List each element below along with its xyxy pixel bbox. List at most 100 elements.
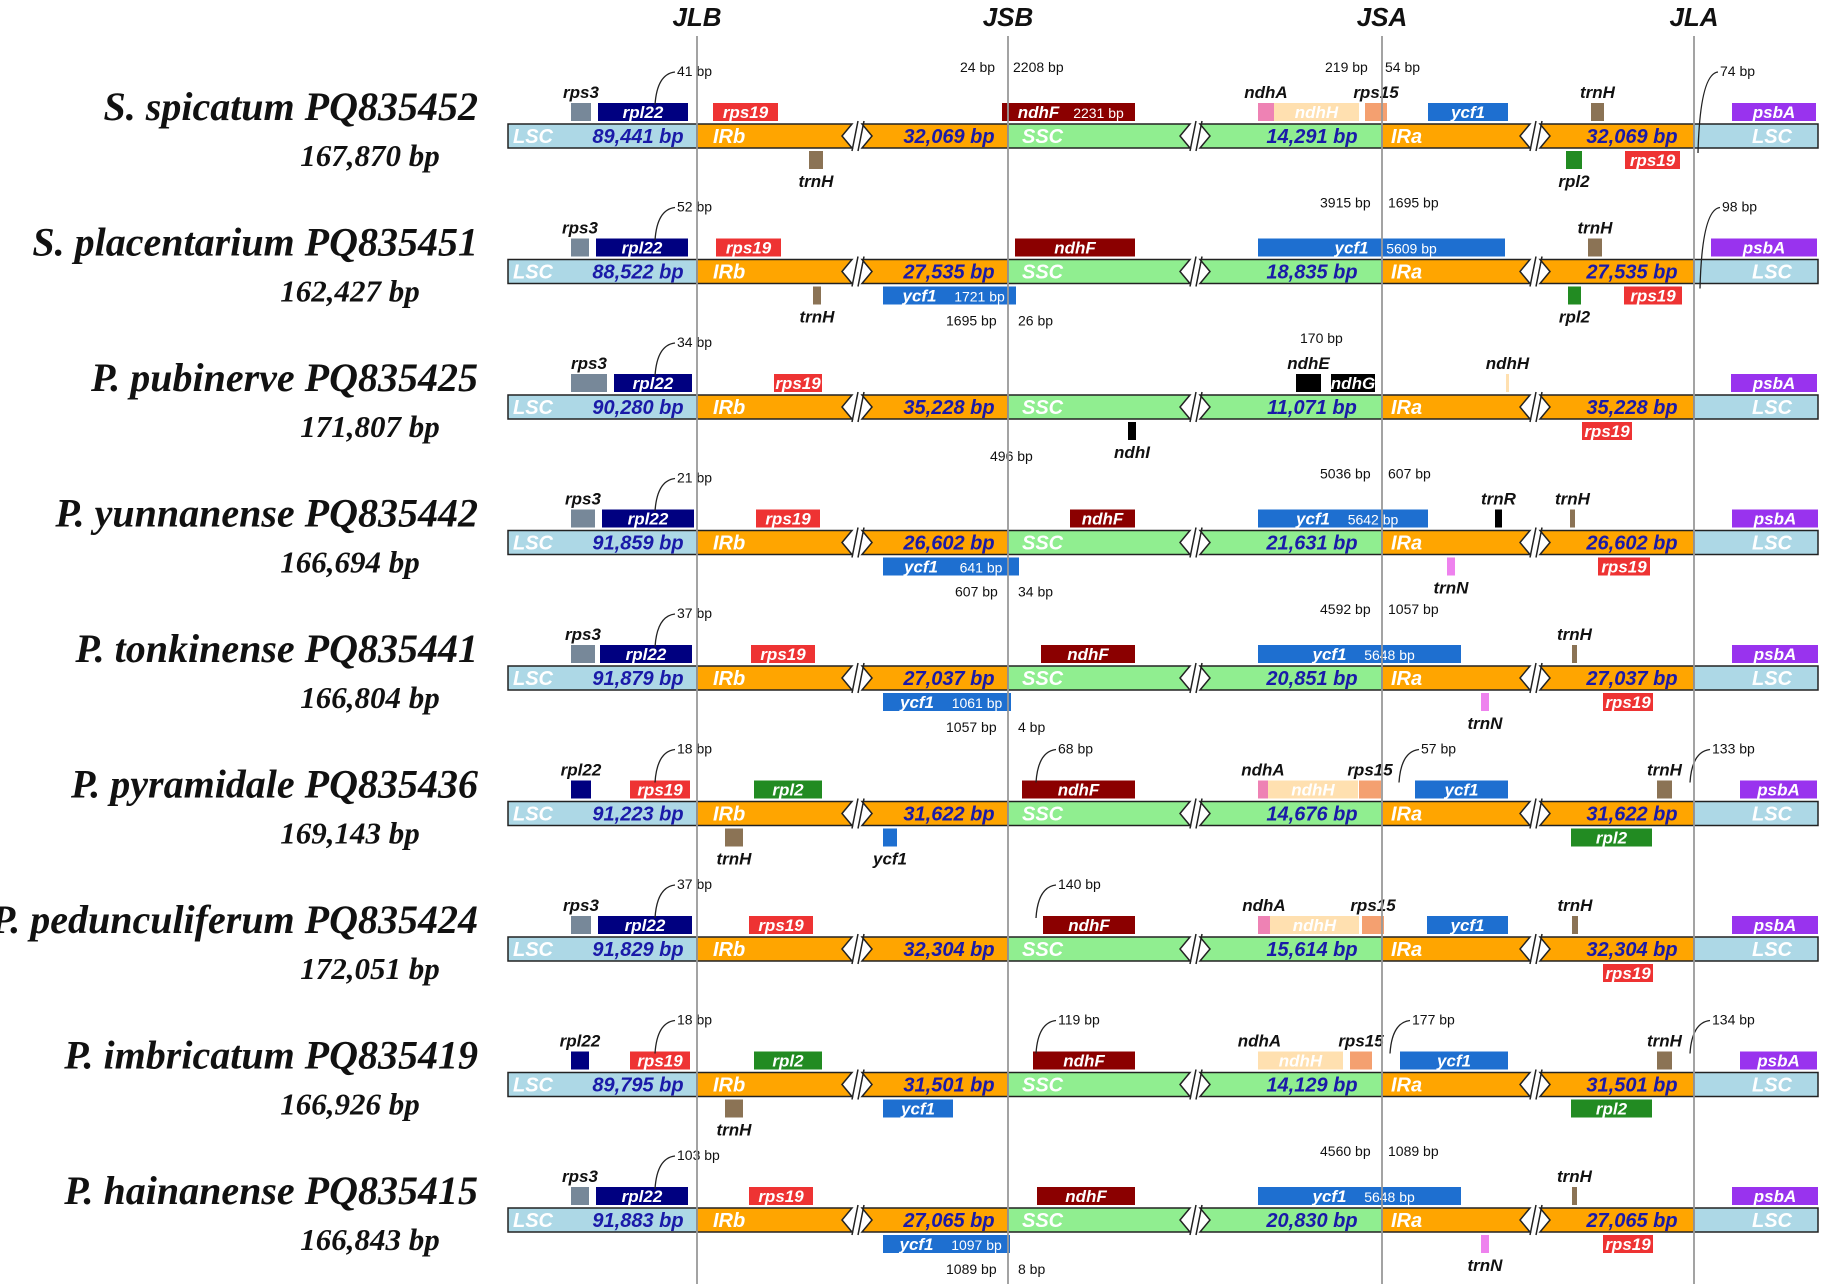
gene-label: ndhF — [1068, 916, 1110, 935]
region-label-lsc: LSC — [513, 1075, 554, 1097]
ssc-length: 21,631 bp — [1265, 533, 1357, 555]
gene-trnn — [1481, 693, 1489, 711]
break-mark — [1535, 1069, 1543, 1100]
gene-label: rpl2 — [1558, 172, 1590, 191]
gene-label: trnH — [717, 850, 753, 869]
break-mark — [1195, 527, 1203, 558]
ssc-length: 15,614 bp — [1266, 939, 1357, 961]
gene-ndhh — [1268, 780, 1358, 799]
gene-label: rps19 — [726, 239, 772, 258]
ira-length: 32,304 bp — [1586, 939, 1677, 961]
region-irb-tail — [860, 1207, 1009, 1233]
gene-rps19 — [1625, 151, 1680, 169]
region-label-ira: IRa — [1391, 668, 1422, 690]
gene-ycf1 — [1427, 916, 1508, 934]
gene-label: rpl2 — [772, 781, 804, 800]
gene-rpl22 — [600, 645, 692, 663]
length-note: 496 bp — [990, 448, 1033, 464]
region-ssc-tail — [1198, 1207, 1383, 1233]
lsc-length: 91,879 bp — [592, 668, 683, 690]
region-lsc-right — [1693, 936, 1819, 962]
species-name: P. imbricatum PQ835419 — [63, 1033, 478, 1078]
region-lsc — [507, 123, 698, 149]
lsc-length: 88,522 bp — [592, 262, 683, 284]
region-ira-tail — [1538, 394, 1695, 420]
gene-label: rpl2 — [1596, 829, 1628, 848]
gene-label: rps3 — [571, 354, 607, 373]
annotation-arrow — [1035, 1019, 1057, 1054]
length-note: 4560 bp — [1320, 1143, 1371, 1159]
species-name: S. placentarium PQ835451 — [32, 220, 478, 265]
gene-label: rps19 — [760, 645, 806, 664]
break-mark — [851, 798, 859, 829]
gene-label: rps19 — [637, 1052, 683, 1071]
lsc-length: 91,829 bp — [592, 939, 683, 961]
break-mark — [1535, 1204, 1543, 1236]
length-note: 3915 bp — [1320, 195, 1371, 211]
gene-label: rps19 — [1605, 964, 1651, 983]
break-mark — [1195, 256, 1203, 287]
gene-label: rpl22 — [560, 1032, 601, 1051]
region-label-lsc: LSC — [513, 397, 554, 419]
gene-rps19 — [749, 1187, 813, 1205]
region-lsc-right — [1693, 529, 1819, 556]
gene-rpl22 — [602, 509, 694, 528]
gene-label: ycf1 — [898, 1235, 933, 1254]
annotation-arrow — [1035, 748, 1057, 783]
gene-psba — [1732, 916, 1818, 934]
gene-rpl2 — [1566, 151, 1582, 169]
gene-label: rpl2 — [1596, 1100, 1628, 1119]
gene-label: ycf1 — [872, 850, 907, 869]
gene-label: rps19 — [765, 510, 811, 529]
gene-ycf1 — [1428, 103, 1508, 121]
species-name: P. pedunculiferum PQ835424 — [0, 897, 478, 942]
break-mark — [857, 391, 865, 423]
gene-label: rps19 — [1630, 287, 1676, 306]
gene-rpl22 — [598, 916, 692, 934]
gene-trnn — [1447, 557, 1455, 576]
gene-ndha — [1258, 103, 1274, 121]
region-label-lsc: LSC — [513, 533, 554, 555]
gene-psba — [1732, 103, 1816, 121]
length-note: 607 bp — [1388, 466, 1431, 482]
gene-label: rpl22 — [628, 510, 669, 529]
gene-label: ycf1 — [1443, 781, 1478, 800]
gene-psba — [1740, 780, 1817, 799]
break-mark — [1535, 662, 1543, 694]
break-mark — [1529, 662, 1537, 694]
lsc-length: 91,883 bp — [592, 1210, 683, 1232]
gene-trnh — [809, 151, 823, 169]
gene-label: rps19 — [1584, 422, 1630, 441]
region-lsc-right — [1693, 1071, 1819, 1098]
irb-length: 31,622 bp — [903, 804, 994, 826]
region-label-lsc-right: LSC — [1752, 1075, 1793, 1097]
region-lsc — [507, 529, 698, 556]
species-size: 166,804 bp — [300, 680, 440, 715]
gene-rps19 — [713, 103, 778, 121]
gene-label: ycf1 — [899, 693, 934, 712]
gene-trnh — [725, 1099, 743, 1118]
gene-label: psbA — [1753, 916, 1797, 935]
region-label-lsc: LSC — [513, 126, 554, 148]
region-ssc-tail — [1198, 123, 1383, 149]
gene-rpl2 — [1571, 1099, 1652, 1118]
region-irb-tail — [860, 936, 1009, 962]
region-label-ira: IRa — [1391, 397, 1422, 419]
region-label-ira: IRa — [1391, 804, 1422, 826]
gene-rps15 — [1362, 916, 1384, 934]
irb-length: 31,501 bp — [903, 1075, 994, 1097]
gene-label: trnR — [1481, 490, 1517, 509]
region-ira-tail — [1538, 1207, 1695, 1233]
region-lsc — [507, 1207, 698, 1233]
annotation-length: 18 bp — [677, 1012, 712, 1028]
region-label-ira: IRa — [1391, 1075, 1422, 1097]
region-label-lsc: LSC — [513, 1210, 554, 1232]
region-ssc-tail — [1198, 665, 1383, 691]
gene-label: psbA — [1752, 103, 1796, 122]
gene-ycf1 — [1258, 1187, 1461, 1205]
gene-extra-length: 1061 bp — [952, 695, 1003, 711]
gene-ndhh — [1506, 374, 1509, 392]
gene-extra-length: 641 bp — [960, 560, 1003, 576]
length-note: 1057 bp — [946, 719, 997, 735]
gene-rps3 — [571, 238, 589, 257]
